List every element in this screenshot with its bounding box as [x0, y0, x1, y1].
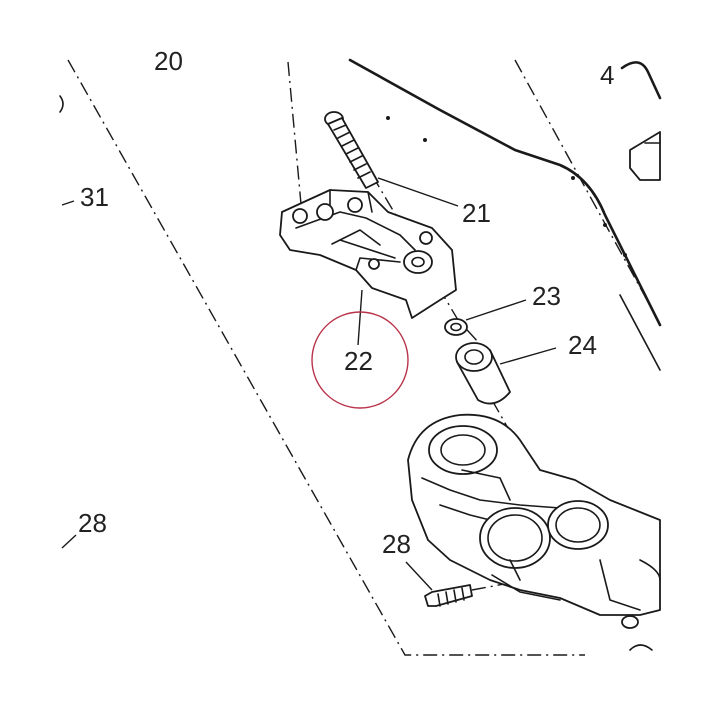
- label-20: 20: [154, 46, 183, 76]
- label-31: 31: [80, 182, 109, 212]
- part-21-bolt: [324, 111, 379, 189]
- callout-labels: 20 4 31 21 23 24 22 28 28: [78, 46, 614, 559]
- frame-rivet: [571, 176, 575, 180]
- label-21: 21: [462, 198, 491, 228]
- frame-outline: [348, 58, 662, 371]
- part-28-screw: [424, 584, 473, 607]
- label-28-screw: 28: [382, 529, 411, 559]
- label-28-left: 28: [78, 508, 107, 538]
- frame-rivet: [603, 223, 607, 227]
- label-23: 23: [532, 281, 561, 311]
- triple-clamp: [407, 413, 661, 651]
- frame-rivet: [386, 116, 390, 120]
- label-24: 24: [568, 330, 597, 360]
- frame-rivet: [423, 138, 427, 142]
- leader-lines: [61, 177, 557, 591]
- label-4: 4: [600, 60, 614, 90]
- highlight-circle: [311, 311, 409, 409]
- label-22: 22: [344, 346, 373, 376]
- cropped-glyph: [59, 95, 64, 113]
- part-22-clamp: [279, 189, 457, 319]
- part-4-bracket: [620, 61, 662, 181]
- frame-rivet: [623, 253, 627, 257]
- part-24-bushing: [455, 342, 511, 405]
- part-23-washer: [444, 318, 468, 336]
